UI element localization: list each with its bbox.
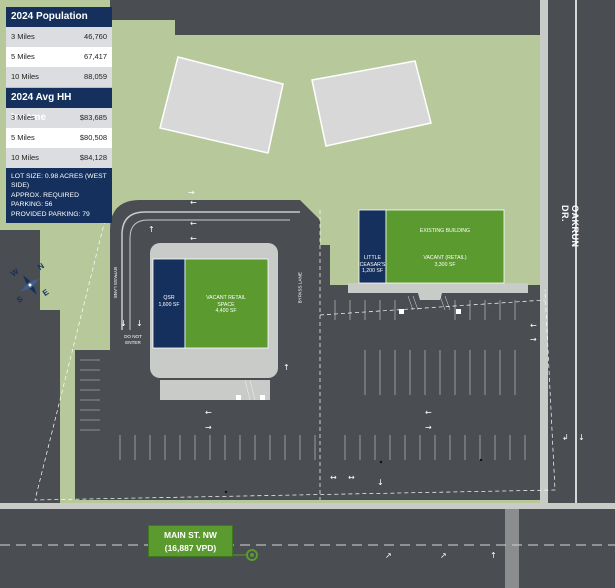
svg-text:↓: ↓ <box>120 319 127 328</box>
svg-text:↔: ↔ <box>330 473 337 482</box>
required-parking-label: APPROX. REQUIRED <box>11 191 79 199</box>
svg-text:←: ← <box>530 321 537 330</box>
building-outline-2 <box>311 60 432 147</box>
accessible-parking-icon <box>236 395 241 400</box>
svg-text:↑: ↑ <box>283 363 290 372</box>
income-panel: 2024 Avg HH Income 3 Miles$83,685 5 Mile… <box>6 88 112 168</box>
little-caesars-building <box>358 209 387 284</box>
oakrun-road-label: OAKRUN DR. <box>560 205 580 248</box>
svg-text:←: ← <box>190 198 197 207</box>
svg-text:↓: ↓ <box>136 319 143 328</box>
income-row: 10 Miles$84,128 <box>6 148 112 168</box>
svg-text:↗: ↗ <box>440 551 447 560</box>
lot-size: LOT SIZE: 0.98 ACRES (WEST SIDE) <box>11 173 107 190</box>
svg-text:↔: ↔ <box>348 473 355 482</box>
svg-text:←: ← <box>190 234 197 243</box>
svg-text:←: ← <box>190 219 197 228</box>
lot-boundary <box>34 210 556 501</box>
income-row: 3 Miles$83,685 <box>6 108 112 128</box>
qsr-label: QSR 1,600 SF <box>158 295 180 308</box>
compass-rose <box>20 275 40 295</box>
vacant-retail-label: VACANT (RETAIL) 3,300 SF <box>423 255 467 268</box>
svg-text:↲: ↲ <box>562 433 569 442</box>
svg-text:←: ← <box>425 408 432 417</box>
existing-building <box>385 209 505 284</box>
svg-text:←: ← <box>205 408 212 417</box>
building-outline-1 <box>159 56 284 154</box>
provided-parking: PROVIDED PARKING: 79 <box>11 210 90 218</box>
main-street-sign: MAIN ST. NW (16,887 VPD) <box>148 525 233 557</box>
svg-text:→: → <box>530 335 537 344</box>
existing-building-label: EXISTING BUILDING <box>419 228 471 234</box>
bypass-lane-left-label: BYPASS LANE <box>112 267 118 299</box>
income-row: 5 Miles$80,508 <box>6 128 112 148</box>
svg-text:↑: ↑ <box>148 225 155 234</box>
vacant-retail-space-building <box>184 258 269 349</box>
svg-text:→: → <box>425 423 432 432</box>
vacant-retail-space-label: VACANT RETAIL SPACE 4,400 SF <box>206 295 246 314</box>
lot-info-panel: LOT SIZE: 0.98 ACRES (WEST SIDE) APPROX.… <box>6 168 112 224</box>
population-title: 2024 Population <box>6 7 112 27</box>
svg-text:↓: ↓ <box>578 433 585 442</box>
little-caesars-label: LITTLE CEASAR'S 1,200 SF <box>359 255 386 274</box>
svg-text:→: → <box>188 188 195 197</box>
bypass-lane-right-label: BYPASS LANE <box>297 272 303 304</box>
income-title: 2024 Avg HH Income <box>6 88 112 123</box>
main-street-name: MAIN ST. NW <box>164 530 217 540</box>
oakrun-road <box>548 0 615 505</box>
qsr-building <box>152 258 186 349</box>
required-parking: PARKING: 56 <box>11 201 53 209</box>
do-not-enter-label: DO NOT ENTER <box>124 334 142 345</box>
svg-text:↑: ↑ <box>490 551 497 560</box>
north-parking-lot <box>175 0 550 35</box>
main-street-traffic: (16,887 VPD) <box>164 543 217 553</box>
svg-text:→: → <box>205 423 212 432</box>
drive-thru-lane-curb <box>121 211 300 330</box>
svg-text:↗: ↗ <box>385 551 392 560</box>
svg-text:↓: ↓ <box>377 478 384 487</box>
main-street-road <box>0 505 615 588</box>
